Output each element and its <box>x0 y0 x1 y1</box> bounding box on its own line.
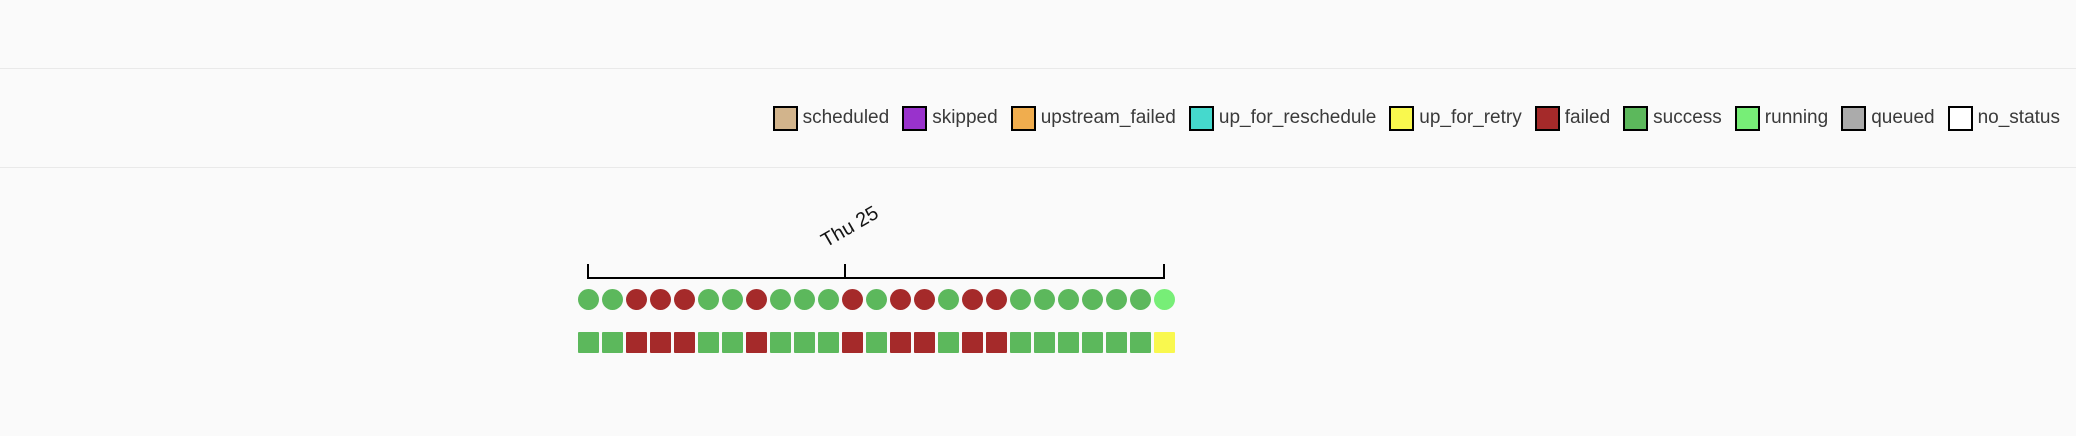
dag-run-status-circle[interactable] <box>1106 289 1127 310</box>
task-instance-status-square[interactable] <box>1082 332 1103 353</box>
status-legend: scheduled skipped upstream_failed up_for_re… <box>0 69 2076 168</box>
task-instance-status-square[interactable] <box>602 332 623 353</box>
task-instance-status-square[interactable] <box>1010 332 1031 353</box>
dag-run-status-circle[interactable] <box>1130 289 1151 310</box>
task-instance-status-square[interactable] <box>1058 332 1079 353</box>
dag-run-status-circle[interactable] <box>650 289 671 310</box>
legend-label-scheduled: scheduled <box>802 107 890 128</box>
dag-run-status-circle[interactable] <box>578 289 599 310</box>
dag-run-status-circle[interactable] <box>914 289 935 310</box>
legend-label-up_for_retry: up_for_retry <box>1419 107 1522 128</box>
task-instance-status-square[interactable] <box>746 332 767 353</box>
task-instance-row <box>578 332 1175 353</box>
failed-swatch-icon <box>1534 105 1560 131</box>
dag-run-status-circle[interactable] <box>770 289 791 310</box>
time-axis-tick <box>587 264 589 279</box>
upstream_failed-swatch-icon <box>1010 105 1036 131</box>
task-instance-status-square[interactable] <box>722 332 743 353</box>
up_for_retry-swatch-icon <box>1389 105 1415 131</box>
dag-run-status-circle[interactable] <box>602 289 623 310</box>
task-instance-status-square[interactable] <box>818 332 839 353</box>
task-instance-status-square[interactable] <box>770 332 791 353</box>
task-instance-status-square[interactable] <box>890 332 911 353</box>
legend-item-success: success <box>1623 105 1722 131</box>
dag-run-status-circle[interactable] <box>1082 289 1103 310</box>
task-instance-status-square[interactable] <box>938 332 959 353</box>
dag-run-status-circle[interactable] <box>1154 289 1175 310</box>
legend-item-upstream_failed: upstream_failed <box>1010 105 1176 131</box>
time-axis-label: Thu 25 <box>817 201 883 253</box>
running-swatch-icon <box>1734 105 1760 131</box>
legend-label-upstream_failed: upstream_failed <box>1040 107 1176 128</box>
dag-run-status-circle[interactable] <box>962 289 983 310</box>
legend-label-up_for_reschedule: up_for_reschedule <box>1218 107 1377 128</box>
task-instance-status-square[interactable] <box>1154 332 1175 353</box>
task-instance-status-square[interactable] <box>986 332 1007 353</box>
task-instance-status-square[interactable] <box>674 332 695 353</box>
task-instance-status-square[interactable] <box>794 332 815 353</box>
skipped-swatch-icon <box>902 105 928 131</box>
time-axis-tick <box>1163 264 1165 279</box>
task-instance-status-square[interactable] <box>626 332 647 353</box>
legend-label-queued: queued <box>1871 107 1935 128</box>
legend-item-failed: failed <box>1534 105 1611 131</box>
legend-item-running: running <box>1734 105 1829 131</box>
legend-label-failed: failed <box>1564 107 1611 128</box>
success-swatch-icon <box>1623 105 1649 131</box>
dag-run-status-circle[interactable] <box>794 289 815 310</box>
dag-run-status-circle[interactable] <box>626 289 647 310</box>
dag-run-row <box>578 289 1175 310</box>
time-axis-tick <box>844 264 846 279</box>
scheduled-swatch-icon <box>772 105 798 131</box>
dag-run-status-circle[interactable] <box>818 289 839 310</box>
task-instance-status-square[interactable] <box>1106 332 1127 353</box>
task-instance-status-square[interactable] <box>1130 332 1151 353</box>
legend-item-scheduled: scheduled <box>772 105 890 131</box>
top-bar <box>0 0 2076 69</box>
time-axis-line <box>588 277 1165 279</box>
legend-item-queued: queued <box>1841 105 1935 131</box>
dag-run-status-circle[interactable] <box>698 289 719 310</box>
up_for_reschedule-swatch-icon <box>1188 105 1214 131</box>
dag-run-status-circle[interactable] <box>890 289 911 310</box>
dag-run-status-circle[interactable] <box>1058 289 1079 310</box>
task-instance-status-square[interactable] <box>914 332 935 353</box>
legend-label-success: success <box>1653 107 1722 128</box>
queued-swatch-icon <box>1841 105 1867 131</box>
legend-item-skipped: skipped <box>902 105 998 131</box>
dag-run-status-circle[interactable] <box>986 289 1007 310</box>
tree-view-chart: Thu 25 <box>0 168 2076 436</box>
legend-item-up_for_retry: up_for_retry <box>1389 105 1522 131</box>
task-instance-status-square[interactable] <box>698 332 719 353</box>
no_status-swatch-icon <box>1947 105 1973 131</box>
dag-run-status-circle[interactable] <box>866 289 887 310</box>
dag-run-status-circle[interactable] <box>674 289 695 310</box>
legend-item-no_status: no_status <box>1947 105 2060 131</box>
task-instance-status-square[interactable] <box>650 332 671 353</box>
dag-run-status-circle[interactable] <box>1010 289 1031 310</box>
legend-item-up_for_reschedule: up_for_reschedule <box>1188 105 1377 131</box>
dag-run-status-circle[interactable] <box>1034 289 1055 310</box>
dag-run-status-circle[interactable] <box>746 289 767 310</box>
dag-run-status-circle[interactable] <box>722 289 743 310</box>
task-instance-status-square[interactable] <box>866 332 887 353</box>
task-instance-status-square[interactable] <box>578 332 599 353</box>
legend-label-no_status: no_status <box>1977 107 2060 128</box>
task-instance-status-square[interactable] <box>962 332 983 353</box>
task-instance-status-square[interactable] <box>842 332 863 353</box>
dag-run-status-circle[interactable] <box>842 289 863 310</box>
legend-label-running: running <box>1764 107 1829 128</box>
dag-run-status-circle[interactable] <box>938 289 959 310</box>
task-instance-status-square[interactable] <box>1034 332 1055 353</box>
legend-label-skipped: skipped <box>932 107 998 128</box>
